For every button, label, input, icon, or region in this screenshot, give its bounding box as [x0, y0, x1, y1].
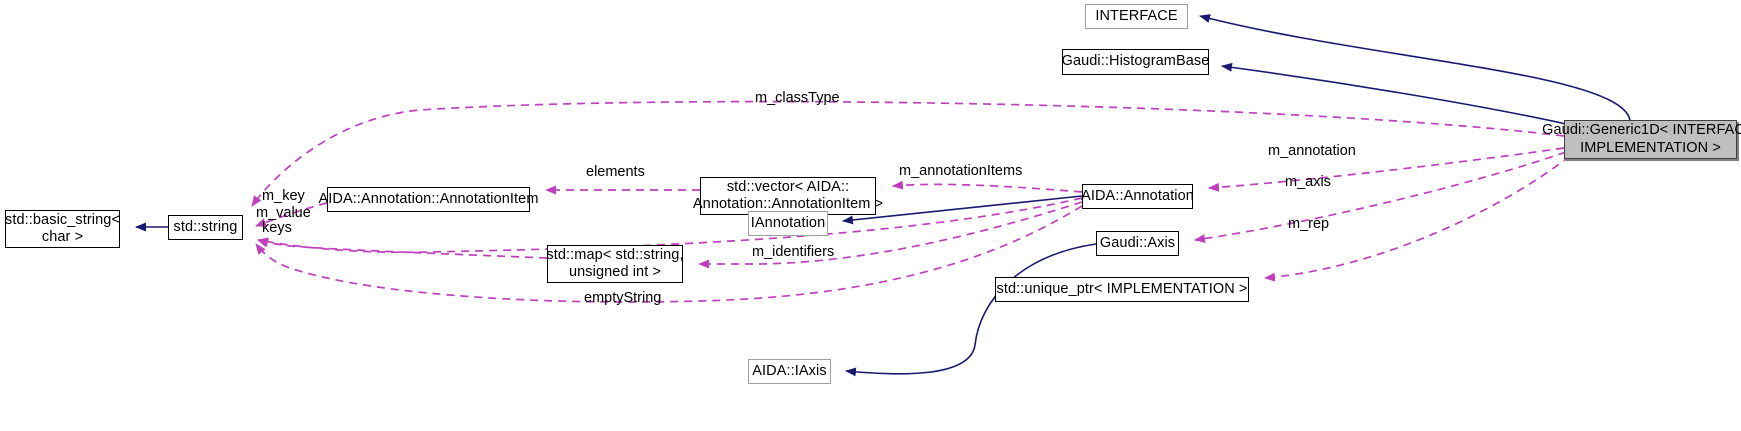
node-iannotation-label: IAnnotation [750, 214, 826, 231]
edge-label-m-axis: m_axis [1285, 174, 1331, 190]
node-std-basic-string-label: std::basic_string< char > [4, 211, 121, 245]
node-gaudi-generic1d[interactable]: Gaudi::Generic1D< INTERFACE, IMPLEMENTAT… [1542, 120, 1741, 159]
node-aida-annotation-annotationitem-label: AIDA::Annotation::AnnotationItem [318, 190, 539, 207]
edge-label-m-rep: m_rep [1288, 216, 1330, 232]
node-iannotation[interactable]: IAnnotation [748, 211, 828, 236]
edge-label-m-key-m-value: m_key m_value [256, 188, 311, 221]
edge-label-emptystring: emptyString [584, 290, 662, 306]
node-std-unique-ptr-label: std::unique_ptr< IMPLEMENTATION > [996, 280, 1248, 297]
node-aida-annotation-annotationitem[interactable]: AIDA::Annotation::AnnotationItem [318, 187, 538, 212]
node-gaudi-axis[interactable]: Gaudi::Axis [1096, 231, 1179, 256]
node-aida-iaxis-label: AIDA::IAxis [752, 362, 827, 379]
node-std-unique-ptr[interactable]: std::unique_ptr< IMPLEMENTATION > [995, 277, 1249, 302]
node-std-vector-annotationitem-label: std::vector< AIDA:: Annotation::Annotati… [692, 178, 884, 212]
edge-label-m-annotationitems: m_annotationItems [899, 163, 1023, 179]
node-interface-label: INTERFACE [1095, 7, 1178, 24]
node-std-map-label: std::map< std::string, unsigned int > [546, 246, 684, 280]
node-interface[interactable]: INTERFACE [1085, 4, 1188, 29]
node-aida-iaxis[interactable]: AIDA::IAxis [748, 359, 831, 384]
edge-label-keys: keys [262, 220, 292, 236]
edge-label-m-annotation: m_annotation [1268, 143, 1356, 159]
edge-label-m-classtype: m_classType [755, 90, 840, 106]
node-aida-annotation[interactable]: AIDA::Annotation [1081, 184, 1194, 209]
edge-label-elements: elements [586, 164, 645, 180]
node-gaudi-axis-label: Gaudi::Axis [1099, 234, 1176, 251]
node-aida-annotation-label: AIDA::Annotation [1081, 187, 1194, 204]
node-std-string[interactable]: std::string [168, 215, 243, 240]
edge-label-m-identifiers: m_identifiers [752, 244, 835, 260]
node-std-basic-string[interactable]: std::basic_string< char > [5, 210, 120, 248]
node-gaudi-histogrambase-label: Gaudi::HistogramBase [1061, 53, 1210, 70]
node-std-vector-annotationitem[interactable]: std::vector< AIDA:: Annotation::Annotati… [693, 177, 883, 215]
node-gaudi-histogrambase[interactable]: Gaudi::HistogramBase [1062, 49, 1209, 75]
node-gaudi-generic1d-label: Gaudi::Generic1D< INTERFACE, IMPLEMENTAT… [1542, 122, 1741, 156]
node-std-string-label: std::string [173, 218, 238, 235]
node-std-map[interactable]: std::map< std::string, unsigned int > [546, 245, 684, 283]
